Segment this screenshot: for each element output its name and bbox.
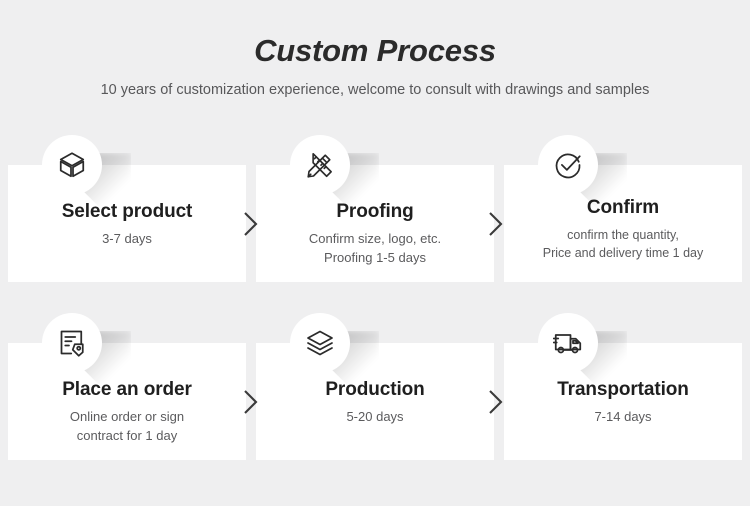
chevron-right-icon	[485, 210, 507, 238]
document-tag-icon	[42, 313, 102, 373]
step-card-text: Production 5-20 days	[256, 379, 494, 427]
step-title: Transportation	[557, 379, 689, 400]
page-title: Custom Process	[254, 33, 496, 68]
step-description: 7-14 days	[594, 408, 652, 424]
page-header: Custom Process 10 years of customization…	[0, 0, 750, 99]
check-circle-icon	[538, 135, 598, 195]
step-card-proofing[interactable]: Proofing Confirm size, logo, etc. Proofi…	[256, 135, 494, 282]
truck-icon	[538, 313, 598, 373]
pencil-ruler-icon	[290, 135, 350, 195]
step-title: Place an order	[62, 379, 192, 400]
step-description: Online order or sign contract for 1 day	[69, 408, 185, 443]
chevron-right-icon	[240, 210, 262, 238]
chevron-right-icon	[240, 388, 262, 416]
step-card-transportation[interactable]: Transportation 7-14 days	[504, 313, 742, 460]
process-row-2: Place an order Online order or sign cont…	[8, 313, 742, 460]
step-title: Proofing	[336, 201, 414, 222]
step-card-text: Confirm confirm the quantity, Price and …	[504, 197, 742, 262]
step-card-text: Proofing Confirm size, logo, etc. Proofi…	[256, 201, 494, 268]
step-description: confirm the quantity, Price and delivery…	[542, 227, 704, 260]
step-card-select-product[interactable]: Select product 3-7 days	[8, 135, 246, 282]
step-card-text: Select product 3-7 days	[8, 201, 246, 249]
page-subtitle: 10 years of customization experience, we…	[100, 82, 650, 99]
step-title: Select product	[61, 201, 193, 222]
step-description: Confirm size, logo, etc. Proofing 1-5 da…	[308, 230, 442, 265]
step-card-production[interactable]: Production 5-20 days	[256, 313, 494, 460]
step-card-place-an-order[interactable]: Place an order Online order or sign cont…	[8, 313, 246, 460]
step-card-confirm[interactable]: Confirm confirm the quantity, Price and …	[504, 135, 742, 282]
step-title: Production	[325, 379, 425, 400]
step-card-text: Place an order Online order or sign cont…	[8, 379, 246, 446]
process-row-1: Select product 3-7 days Proofing	[8, 135, 742, 282]
step-description: 3-7 days	[102, 230, 152, 246]
cube-icon	[42, 135, 102, 195]
chevron-right-icon	[485, 388, 507, 416]
process-steps-grid: Select product 3-7 days Proofing	[8, 135, 742, 460]
step-card-text: Transportation 7-14 days	[504, 379, 742, 427]
layers-icon	[290, 313, 350, 373]
step-description: 5-20 days	[346, 408, 404, 424]
step-title: Confirm	[586, 197, 660, 218]
